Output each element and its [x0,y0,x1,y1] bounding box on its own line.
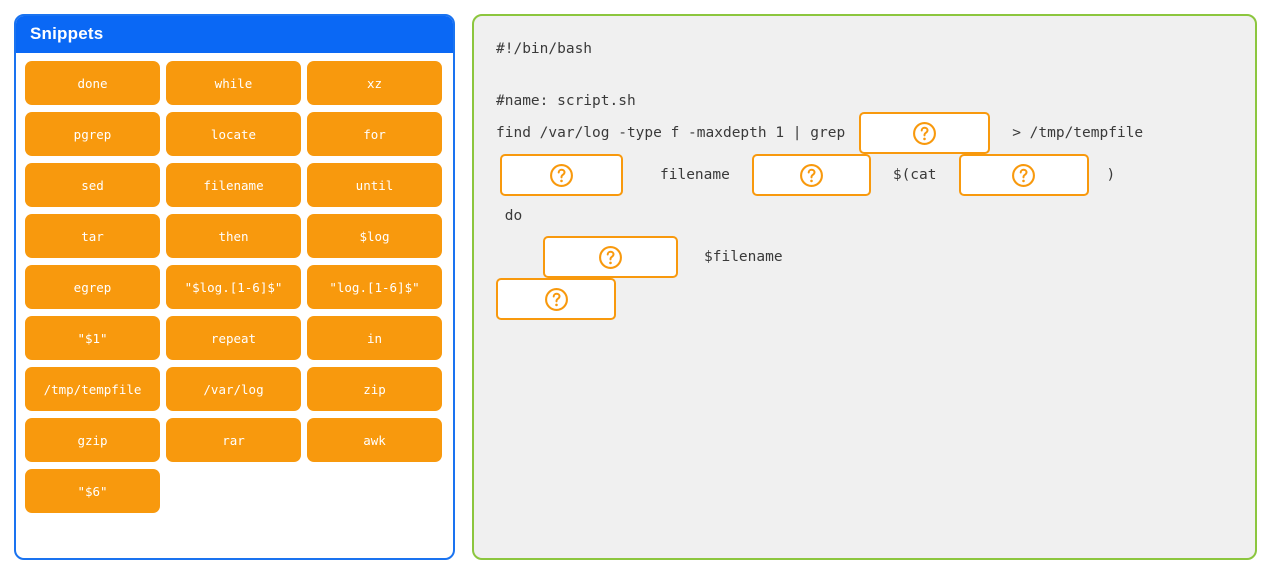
snippet-chip[interactable]: then [166,214,301,258]
question-mark-icon [799,163,823,187]
code-line-shebang: #!/bin/bash [488,38,1239,60]
snippets-list: done while xz pgrep locate for sed filen… [16,53,453,558]
snippet-chip[interactable]: repeat [166,316,301,360]
code-text-find-suffix: > /tmp/tempfile [1012,125,1144,141]
snippet-chip[interactable]: sed [25,163,160,207]
code-editor-panel: #!/bin/bash #name: script.sh find /var/l… [472,14,1257,560]
snippet-chip[interactable]: awk [307,418,442,462]
question-mark-icon [1012,163,1035,187]
dropzone-grep-pattern[interactable] [859,112,991,154]
snippet-chip[interactable]: in [307,316,442,360]
code-line-name-comment: #name: script.sh [488,90,1239,112]
snippet-chip[interactable]: locate [166,112,301,156]
dropzone-done-keyword[interactable] [496,278,616,320]
code-line-find: find /var/log -type f -maxdepth 1 | grep… [488,112,1239,154]
snippet-chip[interactable]: "$6" [25,469,160,513]
code-text-name-comment: #name: script.sh [496,93,636,109]
code-line-blank [488,60,1239,90]
snippet-chip[interactable]: zip [307,367,442,411]
snippets-panel: Snippets done while xz pgrep locate for … [14,14,455,560]
code-text-cat-open: $(cat [892,167,937,183]
code-text-filename-word: filename [660,167,730,183]
code-text-filename-var: $filename [704,249,783,265]
question-mark-icon [544,287,568,311]
snippet-chip[interactable]: pgrep [25,112,160,156]
snippet-chip[interactable]: until [307,163,442,207]
snippet-chip[interactable]: tar [25,214,160,258]
code-line-done [488,278,1239,320]
snippet-chip[interactable]: $log [307,214,442,258]
code-text-cat-close: ) [1106,167,1116,183]
dropzone-loop-keyword[interactable] [500,154,623,196]
snippet-chip[interactable]: rar [166,418,301,462]
snippet-chip[interactable]: while [166,61,301,105]
snippet-chip[interactable]: /var/log [166,367,301,411]
snippet-chip[interactable]: egrep [25,265,160,309]
code-text-shebang: #!/bin/bash [496,41,593,57]
snippet-chip[interactable]: gzip [25,418,160,462]
snippets-panel-title: Snippets [16,16,453,53]
snippet-chip[interactable]: /tmp/tempfile [25,367,160,411]
code-text-do: do [496,208,523,224]
dropzone-in-keyword[interactable] [751,154,871,196]
snippet-chip[interactable]: "$log.[1-6]$" [166,265,301,309]
snippet-chip[interactable]: "$1" [25,316,160,360]
question-mark-icon [913,121,937,145]
code-line-do: do [488,196,1239,236]
snippet-chip[interactable]: filename [166,163,301,207]
code-line-body: $filename [488,236,1239,278]
code-line-loop-header: filename $(cat ) [488,154,1239,196]
snippet-chip[interactable]: xz [307,61,442,105]
snippet-chip[interactable]: done [25,61,160,105]
question-mark-icon [550,163,573,187]
dropzone-body-command[interactable] [543,236,678,278]
dropzone-cat-file[interactable] [958,154,1089,196]
snippet-chip[interactable]: for [307,112,442,156]
snippet-chip[interactable]: "log.[1-6]$" [307,265,442,309]
code-text-find-prefix: find /var/log -type f -maxdepth 1 | grep [496,125,846,141]
question-mark-icon [599,245,622,269]
